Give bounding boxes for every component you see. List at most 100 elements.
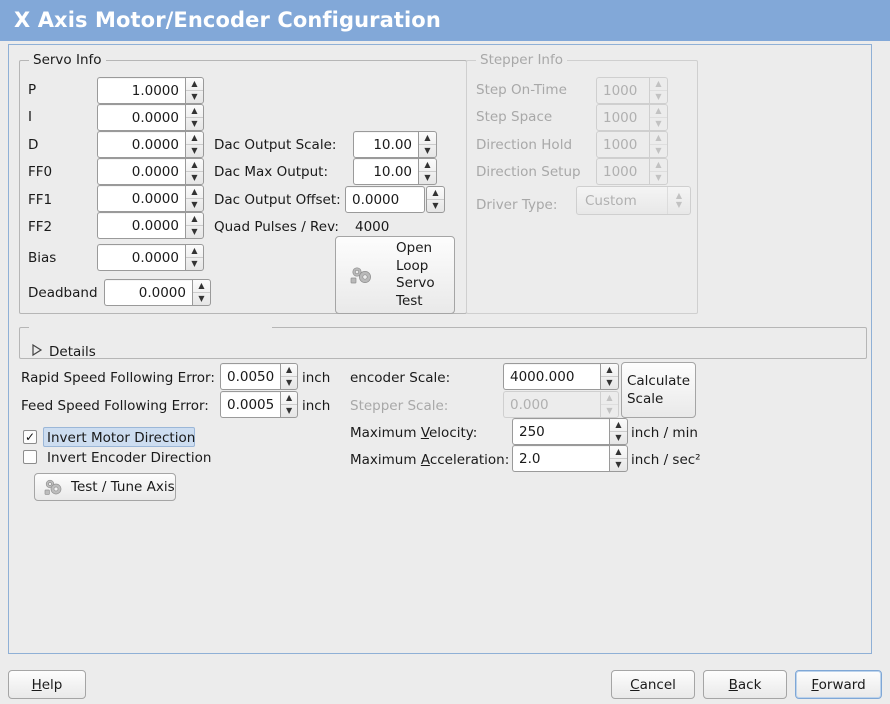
- max-accel-label-a: Maximum: [350, 452, 421, 468]
- spin-down-icon[interactable]: ▼: [191, 200, 198, 209]
- spin-up-icon[interactable]: ▲: [186, 105, 203, 118]
- max-acceleration-buttons[interactable]: ▲▼: [609, 445, 628, 472]
- spin-up-icon[interactable]: ▲: [186, 78, 203, 91]
- encoder-scale-value[interactable]: 4000.000: [503, 363, 600, 390]
- spin-up-icon[interactable]: ▲: [610, 419, 627, 432]
- servo-spin-deadband-buttons[interactable]: ▲▼: [192, 279, 211, 306]
- servo-value-d[interactable]: 0.0000: [97, 131, 185, 158]
- invert-encoder-label[interactable]: Invert Encoder Direction: [47, 450, 212, 466]
- details-disclosure-icon[interactable]: [31, 343, 43, 357]
- dac-output-offset-label: Dac Output Offset:: [214, 192, 341, 208]
- back-button[interactable]: Back: [703, 670, 787, 699]
- feed-following-error-spin[interactable]: 0.0005 ▲▼: [220, 391, 298, 418]
- forward-button[interactable]: Forward: [795, 670, 882, 699]
- spin-up-icon[interactable]: ▲: [186, 186, 203, 199]
- spin-down-icon[interactable]: ▼: [191, 92, 198, 101]
- spin-down-icon[interactable]: ▼: [424, 146, 431, 155]
- dac-max-output-spin[interactable]: 10.00 ▲▼: [353, 158, 437, 185]
- spin-up-icon[interactable]: ▲: [601, 364, 618, 377]
- servo-value-ff1[interactable]: 0.0000: [97, 185, 185, 212]
- spin-down-icon[interactable]: ▼: [606, 378, 613, 387]
- servo-spin-ff0[interactable]: 0.0000 ▲▼: [97, 158, 204, 185]
- open-loop-servo-test-button[interactable]: Open Loop Servo Test: [335, 236, 455, 314]
- servo-spin-ff1[interactable]: 0.0000 ▲▼: [97, 185, 204, 212]
- feed-following-error-value[interactable]: 0.0005: [220, 391, 281, 418]
- spin-up-icon[interactable]: ▲: [610, 446, 627, 459]
- spin-up-icon[interactable]: ▲: [427, 187, 444, 200]
- servo-spin-i[interactable]: 0.0000 ▲▼: [97, 104, 204, 131]
- calculate-scale-button[interactable]: Calculate Scale: [621, 362, 696, 418]
- servo-label-p: P: [28, 82, 37, 98]
- dac-max-output-buttons[interactable]: ▲▼: [418, 158, 437, 185]
- servo-spin-ff1-buttons[interactable]: ▲▼: [185, 185, 204, 212]
- spin-down-icon[interactable]: ▼: [198, 294, 205, 303]
- dac-output-offset-buttons[interactable]: ▲▼: [426, 186, 445, 213]
- servo-spin-bias-buttons[interactable]: ▲▼: [185, 244, 204, 271]
- encoder-scale-buttons[interactable]: ▲▼: [600, 363, 619, 390]
- servo-value-p[interactable]: 1.0000: [97, 77, 185, 104]
- max-velocity-spin[interactable]: 250 ▲▼: [512, 418, 628, 445]
- invert-motor-label[interactable]: Invert Motor Direction: [47, 430, 196, 446]
- spin-down-icon[interactable]: ▼: [615, 433, 622, 442]
- servo-spin-d-buttons[interactable]: ▲▼: [185, 131, 204, 158]
- encoder-scale-spin[interactable]: 4000.000 ▲▼: [503, 363, 619, 390]
- spin-down-icon[interactable]: ▼: [615, 460, 622, 469]
- direction-hold-label: Direction Hold: [476, 137, 573, 153]
- cancel-button[interactable]: Cancel: [611, 670, 695, 699]
- spin-up-icon[interactable]: ▲: [419, 132, 436, 145]
- max-velocity-buttons[interactable]: ▲▼: [609, 418, 628, 445]
- dac-output-scale-buttons[interactable]: ▲▼: [418, 131, 437, 158]
- servo-spin-p-buttons[interactable]: ▲▼: [185, 77, 204, 104]
- spin-up-icon[interactable]: ▲: [281, 364, 297, 377]
- max-acceleration-value[interactable]: 2.0: [512, 445, 609, 472]
- spin-up-icon[interactable]: ▲: [186, 132, 203, 145]
- test-tune-axis-button[interactable]: Test / Tune Axis: [34, 473, 176, 501]
- dac-output-offset-value[interactable]: 0.0000: [345, 186, 425, 213]
- servo-spin-bias[interactable]: 0.0000 ▲▼: [97, 244, 204, 271]
- rapid-following-error-buttons[interactable]: ▲▼: [280, 363, 298, 390]
- spin-down-icon[interactable]: ▼: [432, 201, 439, 210]
- spin-up-icon[interactable]: ▲: [281, 392, 297, 405]
- servo-spin-deadband[interactable]: 0.0000 ▲▼: [104, 279, 211, 306]
- invert-encoder-checkbox[interactable]: [23, 450, 37, 464]
- spin-up-icon[interactable]: ▲: [186, 245, 203, 258]
- spin-up-icon[interactable]: ▲: [186, 213, 203, 226]
- servo-spin-i-buttons[interactable]: ▲▼: [185, 104, 204, 131]
- servo-label-ff1: FF1: [28, 192, 53, 208]
- servo-spin-ff2[interactable]: 0.0000 ▲▼: [97, 212, 204, 239]
- spin-down-icon[interactable]: ▼: [191, 146, 198, 155]
- servo-value-deadband[interactable]: 0.0000: [104, 279, 192, 306]
- spin-down-icon: ▼: [655, 119, 662, 128]
- servo-spin-ff0-buttons[interactable]: ▲▼: [185, 158, 204, 185]
- max-velocity-value[interactable]: 250: [512, 418, 609, 445]
- details-label[interactable]: Details: [49, 344, 96, 360]
- dac-max-output-value[interactable]: 10.00: [353, 158, 418, 185]
- spin-down-icon[interactable]: ▼: [191, 227, 198, 236]
- servo-spin-d[interactable]: 0.0000 ▲▼: [97, 131, 204, 158]
- spin-up-icon[interactable]: ▲: [419, 159, 436, 172]
- rapid-following-error-spin[interactable]: 0.0050 ▲▼: [220, 363, 298, 390]
- servo-value-ff0[interactable]: 0.0000: [97, 158, 185, 185]
- invert-motor-checkbox[interactable]: ✓: [23, 430, 37, 444]
- rapid-following-error-value[interactable]: 0.0050: [220, 363, 281, 390]
- dac-output-offset-spin[interactable]: 0.0000 ▲▼: [345, 186, 445, 213]
- servo-spin-ff2-buttons[interactable]: ▲▼: [185, 212, 204, 239]
- spin-up-icon[interactable]: ▲: [193, 280, 210, 293]
- max-acceleration-spin[interactable]: 2.0 ▲▼: [512, 445, 628, 472]
- servo-spin-p[interactable]: 1.0000 ▲▼: [97, 77, 204, 104]
- servo-value-ff2[interactable]: 0.0000: [97, 212, 185, 239]
- spin-down-icon[interactable]: ▼: [191, 173, 198, 182]
- spin-up-icon[interactable]: ▲: [186, 159, 203, 172]
- help-button[interactable]: Help: [8, 670, 86, 699]
- spin-down-icon[interactable]: ▼: [191, 119, 198, 128]
- dac-output-scale-value[interactable]: 10.00: [353, 131, 418, 158]
- open-loop-line1: Open: [396, 240, 433, 256]
- spin-down-icon[interactable]: ▼: [191, 259, 198, 268]
- servo-value-bias[interactable]: 0.0000: [97, 244, 185, 271]
- spin-down-icon[interactable]: ▼: [424, 173, 431, 182]
- spin-down-icon[interactable]: ▼: [286, 378, 293, 387]
- feed-following-error-buttons[interactable]: ▲▼: [280, 391, 298, 418]
- servo-value-i[interactable]: 0.0000: [97, 104, 185, 131]
- spin-down-icon[interactable]: ▼: [286, 406, 293, 415]
- dac-output-scale-spin[interactable]: 10.00 ▲▼: [353, 131, 437, 158]
